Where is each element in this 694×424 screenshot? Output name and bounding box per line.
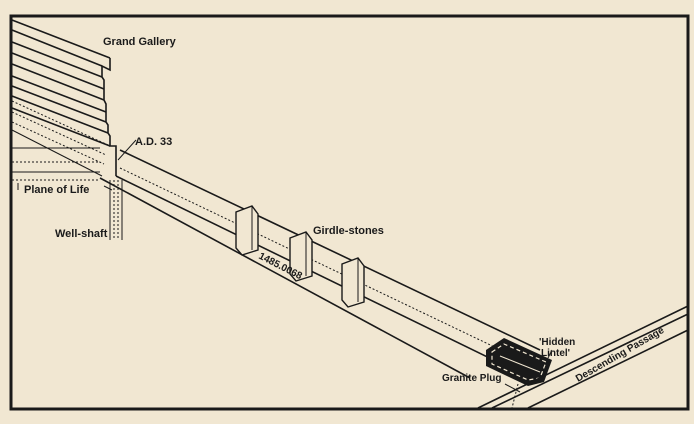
label-granite-plug: Granite Plug [442,373,501,384]
label-hidden-lintel-line1: 'Hidden [539,337,575,348]
grand-gallery-drawing [11,19,117,181]
plane-of-life-pointer [103,185,113,191]
girdle-stones-drawing [235,205,365,308]
diagram-frame [9,14,690,411]
ad33-pointer [117,139,137,161]
ascending-passage-drawing [99,149,541,379]
granite-plug-pointer [504,383,521,393]
label-hidden-lintel-line2: Lintel' [541,348,570,359]
label-well-shaft: Well-shaft [55,228,108,240]
descending-passage-drawing [477,305,689,409]
label-girdle-stones: Girdle-stones [313,225,384,237]
label-plane-of-life: Plane of Life [24,184,89,196]
label-grand-gallery: Grand Gallery [103,36,177,48]
label-ad33: A.D. 33 [135,136,172,148]
hidden-lintel-pointer [547,349,553,359]
